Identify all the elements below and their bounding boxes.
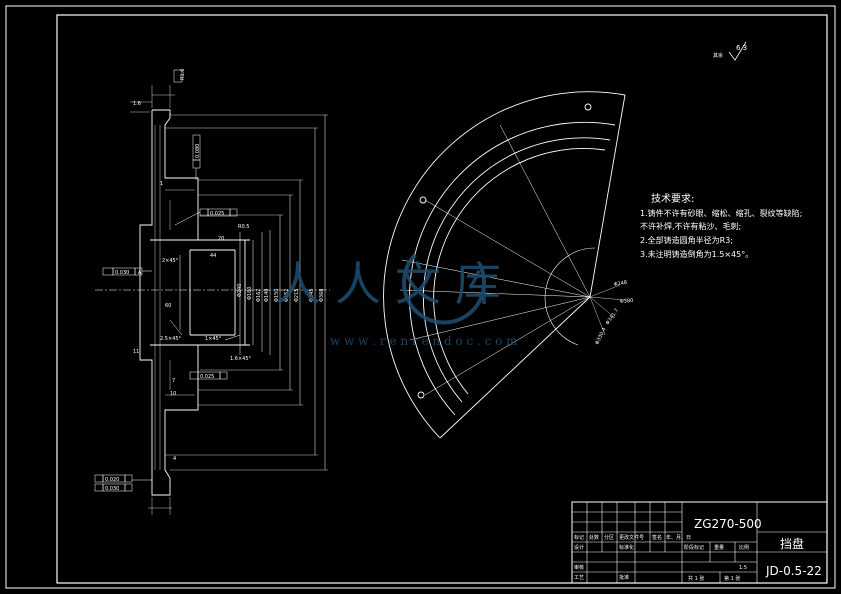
dim-phi140: Φ140 [264, 289, 270, 302]
arc-phi248: Φ248 [613, 280, 627, 288]
dim-1-6: 1.6 [133, 101, 141, 107]
tb-row-shenhe: 审核 [574, 564, 584, 571]
section-view-labels: Φ240 Φ180 Φ162 Φ140 Φ150 Φ152 Φ215 Φ345 … [105, 69, 325, 492]
drawing-number: JD-0.5-22 [765, 564, 822, 578]
tol-2: 0.025 [200, 374, 214, 380]
dim-7: 7 [172, 378, 175, 384]
dim-phi240: Φ240 [237, 284, 243, 297]
tol-6: 0.030 [105, 486, 119, 492]
chamfer-3: 1.6×45° [230, 356, 252, 362]
watermark-url: w w w . r e n r e n d o c . c o m [330, 334, 518, 348]
dim-60: 60 [165, 303, 171, 309]
tb-row-biaozhun: 标准化 [619, 544, 634, 551]
roughness-symbol: 其余 6.3 [713, 41, 747, 61]
tech-req-heading: 技术要求: [651, 192, 694, 205]
arc-view-labels: Φ248 Φ380 Φ341.7 Φ330.4 [594, 280, 633, 346]
sheet-total: 共 1 张 [688, 575, 704, 582]
tb-row-fenqu: 分区 [604, 534, 614, 541]
dim-phi215: Φ215 [294, 289, 300, 302]
watermark-logo-text: 人人文库 [275, 257, 515, 311]
dim-phi162: Φ162 [256, 289, 262, 302]
inner-border [56, 14, 828, 584]
tech-req-line-2: 不许补焊,不许有粘沙、毛刺; [640, 221, 741, 231]
title-block [571, 501, 828, 584]
tb-row-genggai: 更改文件号 [619, 534, 644, 541]
part-name: 挡盘 [780, 536, 804, 551]
tb-row-biaoji: 标记 [574, 534, 584, 541]
dim-phi180: Φ180 [247, 287, 253, 300]
tol-5: 0.020 [105, 477, 119, 483]
dim-phi152: Φ152 [284, 289, 290, 302]
dim-4: 4 [173, 456, 176, 462]
watermark: 人人文库 w w w . r e n r e n d o c . c o m [275, 253, 518, 348]
tech-requirements: 技术要求: 1.铸件不许有砂眼、缩松、缩孔、裂纹等缺陷; 不许补焊,不许有粘沙、… [640, 192, 802, 259]
tb-row-gongyi: 工艺 [574, 575, 584, 581]
dim-phi368: Φ368 [319, 289, 325, 302]
outer-border [5, 5, 836, 589]
dim-r16: R1.6 [180, 69, 186, 80]
dim-44: 44 [210, 253, 216, 259]
tb-row-chushu: 处数 [589, 534, 599, 541]
arc-phi330: Φ330.4 [594, 327, 607, 346]
dim-11: 11 [133, 349, 139, 355]
tb-col-bili: 比例 [739, 544, 749, 551]
chamfer-2: 1×45° [205, 336, 222, 342]
dim-phi150: Φ150 [274, 289, 280, 302]
tech-req-line-1: 1.铸件不许有砂眼、缩松、缩孔、裂纹等缺陷; [640, 208, 802, 218]
datum-a: A [138, 270, 142, 276]
scale: 1:5 [739, 565, 747, 571]
dim-r05: R0.5 [238, 224, 249, 230]
section-view [94, 69, 330, 515]
dim-10: 10 [170, 391, 176, 397]
tech-req-line-4: 3.未注明铸造倒角为1.5×45°。 [640, 249, 753, 259]
tb-row-qianming: 签名 [652, 534, 662, 541]
dim-1: 1 [160, 181, 163, 187]
material: ZG270-500 [694, 517, 762, 531]
dim-phi345: Φ345 [309, 289, 315, 302]
sheet-number: 第 1 张 [724, 575, 740, 582]
tech-req-line-3: 2.全部铸造圆角半径为R3; [640, 235, 733, 245]
tb-row-sheji: 设计 [574, 544, 584, 551]
chamfer-4: 2×45° [162, 258, 179, 264]
tol-1: 0.025 [210, 211, 224, 217]
arc-phi341: Φ341.7 [605, 308, 620, 326]
tol-3: 0.030 [115, 270, 129, 276]
tol-4: 0.080 [195, 144, 201, 158]
dim-20: 20 [218, 236, 224, 242]
arc-view [383, 91, 626, 439]
arc-phi380: Φ380 [620, 298, 634, 305]
roughness-prefix: 其余 [713, 52, 723, 59]
tb-col-jieduan: 阶段标记 [684, 544, 704, 551]
tb-col-zhongliang: 重量 [714, 544, 724, 551]
tb-row-pizhun: 批准 [619, 574, 629, 581]
tb-row-date: 年、月、日 [666, 534, 691, 541]
chamfer-1: 2.5×45° [160, 336, 182, 342]
roughness-value: 6.3 [736, 44, 747, 52]
title-block-text: ZG270-500 挡盘 JD-0.5-22 1:5 共 1 张 第 1 张 标… [574, 517, 822, 582]
